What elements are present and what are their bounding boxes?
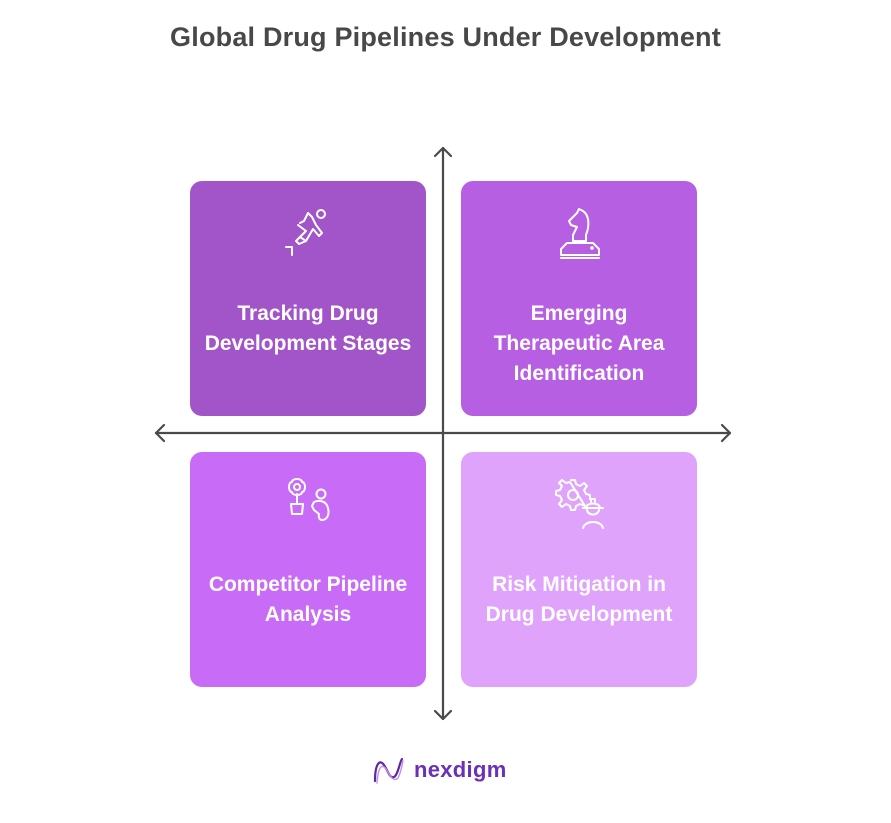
quadrant-risk-mitigation-in-drug-development: Risk Mitigation in Drug Development: [461, 452, 697, 687]
gear-and-worker-icon: [555, 479, 604, 529]
quadrant-tracking-drug-development-stages: Tracking Drug Development Stages: [190, 181, 426, 416]
quadrant-label: Risk Mitigation in Drug Development: [485, 573, 673, 626]
nexdigm-wave-logo-icon: [373, 757, 404, 784]
chess-knight-icon: [560, 208, 600, 259]
quadrant-emerging-therapeutic-area-identification: Emerging Therapeutic Area Identification: [461, 181, 697, 416]
quadrant-label: Competitor Pipeline Analysis: [208, 573, 408, 626]
quadrant-competitor-pipeline-analysis: Competitor Pipeline Analysis: [190, 452, 426, 687]
flower-and-person-icon: [288, 478, 330, 521]
falling-person-icon: [285, 209, 326, 256]
brand-name: nexdigm: [414, 757, 507, 782]
quadrant-label: Tracking Drug Development Stages: [204, 302, 412, 355]
diagram-title: Global Drug Pipelines Under Development: [170, 22, 721, 52]
quadrant-label: Emerging Therapeutic Area Identification: [493, 302, 665, 385]
nexdigm-logo: nexdigm: [372, 755, 507, 785]
